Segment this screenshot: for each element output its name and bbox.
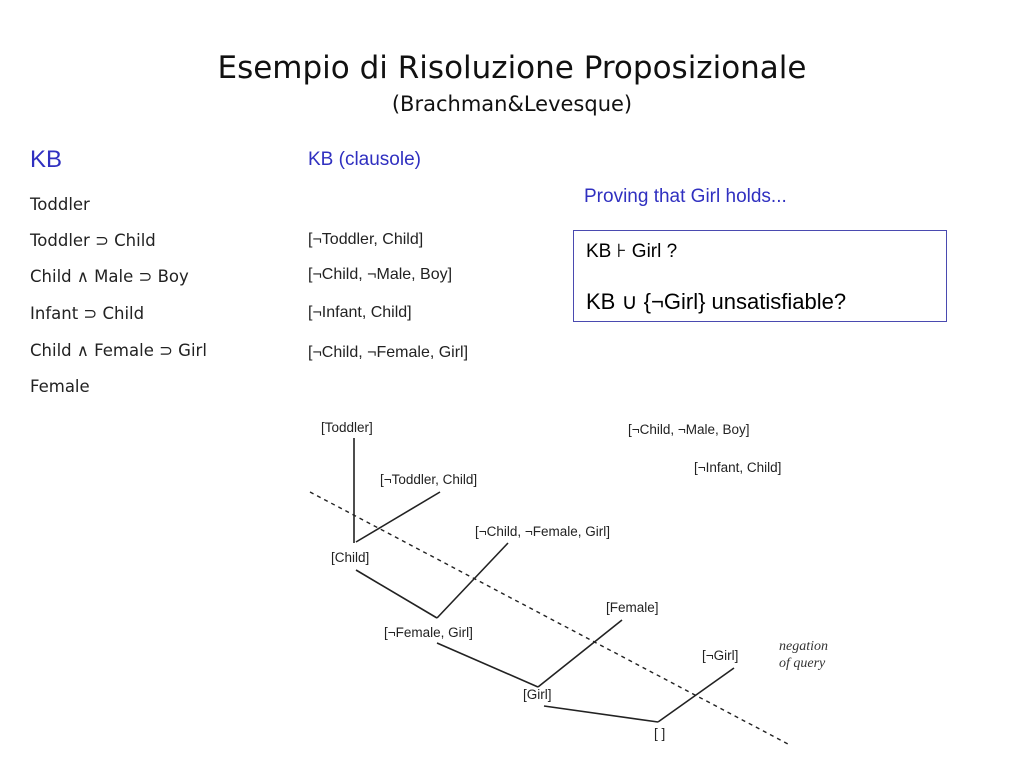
edge-child-notfemale (355, 569, 438, 619)
node-girl: [Girl] (523, 687, 552, 702)
page-title: Esempio di Risoluzione Proposizionale (217, 50, 807, 86)
kb-clause-heading: KB (clausole) (308, 149, 421, 170)
node-not-child-not-female-girl: [¬Child, ¬Female, Girl] (475, 524, 610, 539)
edge-rule-notfemale (436, 542, 509, 619)
clause-line: [¬Infant, Child] (308, 304, 412, 321)
node-unused-infant-child: [¬Infant, Child] (694, 460, 781, 475)
kb-line: Female (30, 377, 90, 396)
clause-line: [¬Child, ¬Male, Boy] (308, 266, 453, 283)
kb-line: Toddler (30, 195, 90, 214)
clause-line: [¬Child, ¬Female, Girl] (308, 344, 469, 361)
node-empty-clause: [ ] (654, 726, 665, 741)
kb-line: Child ∧ Male ⊃ Boy (30, 267, 189, 286)
query-entailment: KB ⊦ Girl ? (586, 241, 678, 262)
kb-line: Infant ⊃ Child (30, 304, 145, 323)
edge-girl-empty (543, 705, 659, 723)
kb-line: Toddler ⊃ Child (30, 231, 156, 250)
negation-label: negation (779, 639, 828, 654)
query-divider (309, 491, 789, 745)
edge-notgirl-empty (657, 667, 735, 723)
proving-heading: Proving that Girl holds... (584, 186, 787, 207)
node-not-toddler-child: [¬Toddler, Child] (380, 472, 477, 487)
edge-female-girl (537, 619, 623, 688)
node-not-female-girl: [¬Female, Girl] (384, 625, 473, 640)
clause-line: [¬Toddler, Child] (308, 231, 424, 248)
node-child: [Child] (331, 550, 369, 565)
node-toddler: [Toddler] (321, 420, 373, 435)
negation-label-2: of query (779, 656, 826, 671)
edge-notfemale-girl (436, 642, 539, 688)
node-unused-male-boy: [¬Child, ¬Male, Boy] (628, 422, 750, 437)
kb-heading: KB (30, 146, 63, 173)
page-subtitle: (Brachman&Levesque) (391, 92, 633, 116)
node-not-girl: [¬Girl] (702, 648, 738, 663)
kb-line: Child ∧ Female ⊃ Girl (30, 341, 207, 360)
query-unsatisfiable: KB ∪ {¬Girl} unsatisfiable? (586, 289, 847, 314)
query-box: KB ⊦ Girl ? KB ∪ {¬Girl} unsatisfiable? (573, 230, 947, 322)
node-female: [Female] (606, 600, 659, 615)
edge-nottoddler-child (355, 491, 441, 543)
